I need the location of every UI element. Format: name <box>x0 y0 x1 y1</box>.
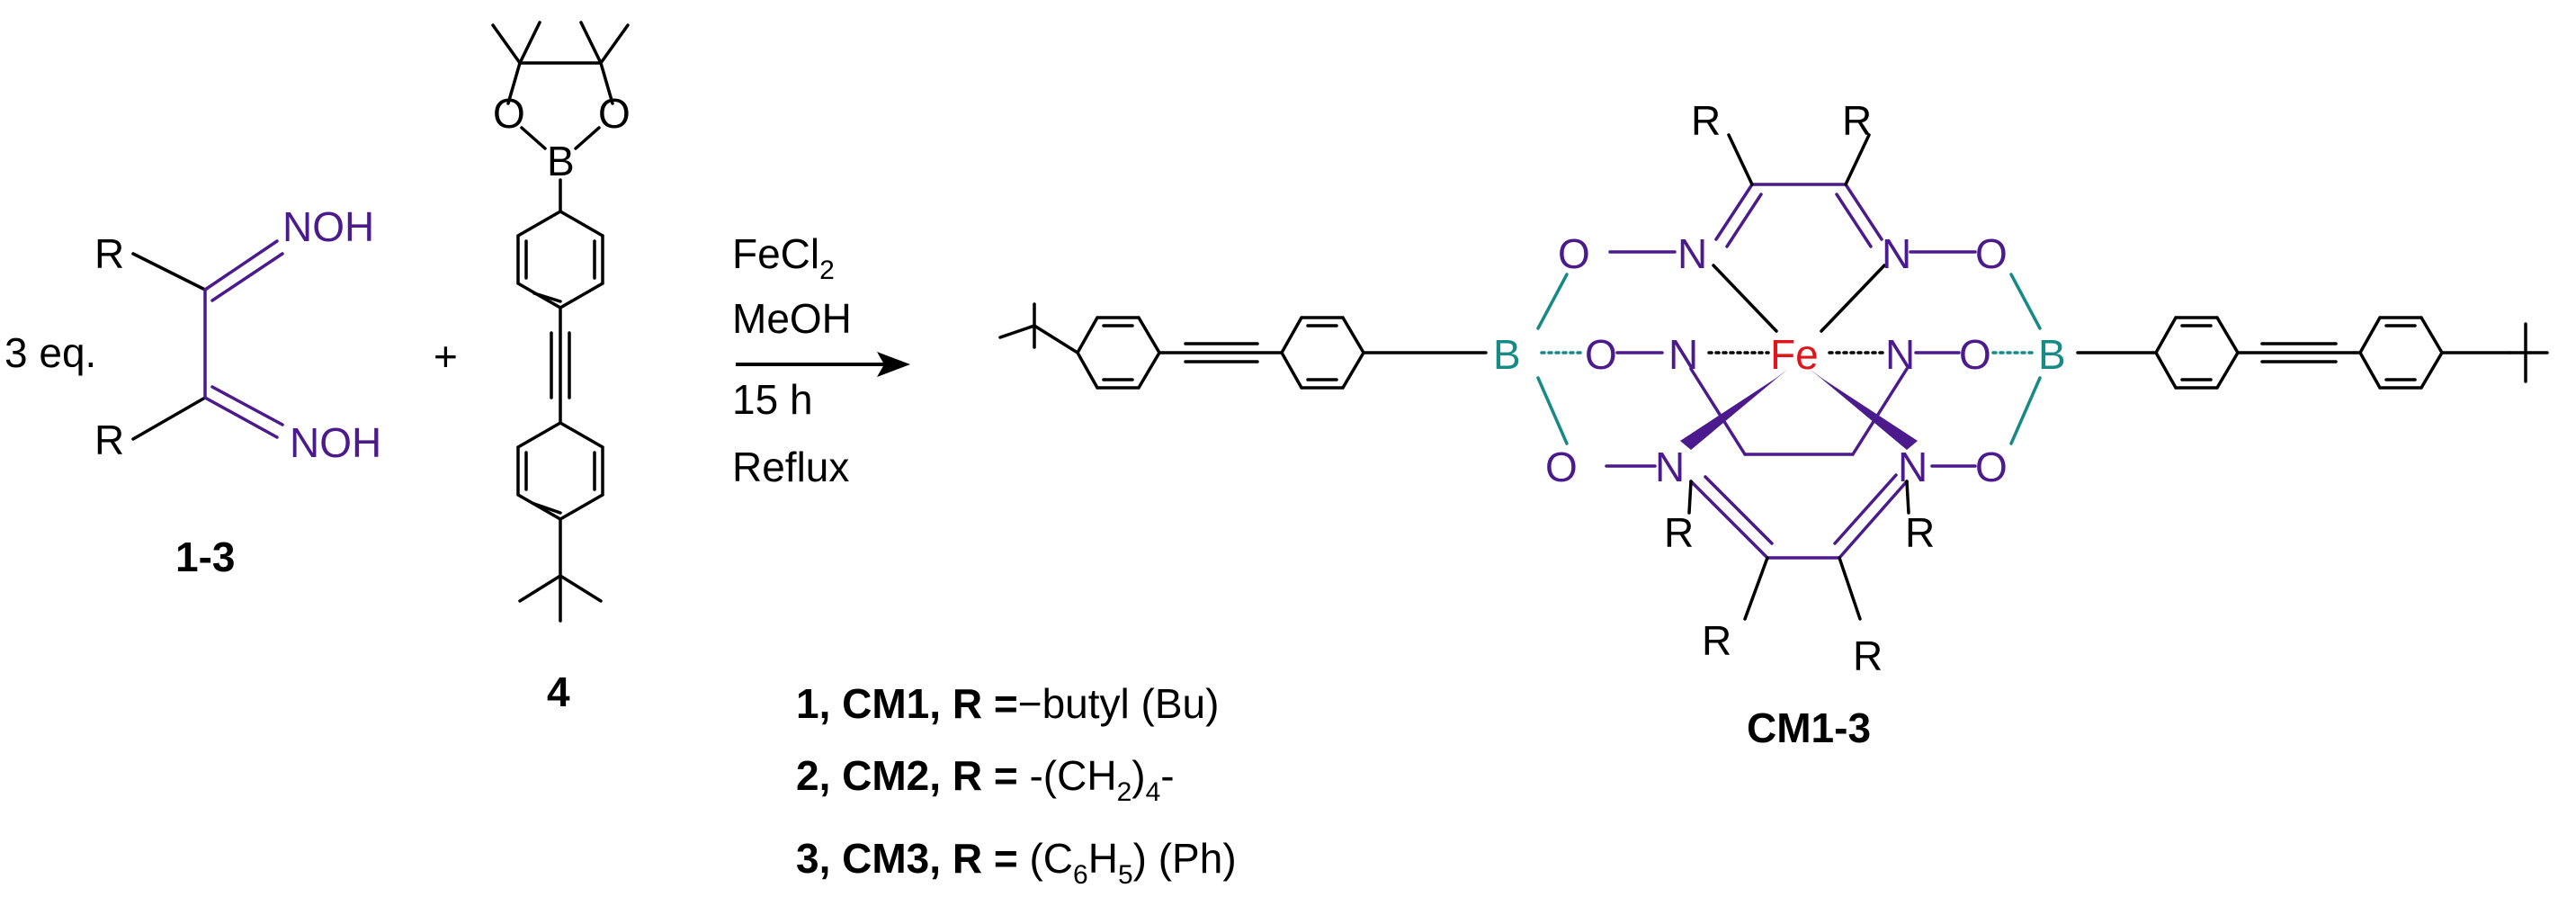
reagent-fecl2: FeCl2 <box>732 230 835 285</box>
oxime-group-bottom: NOH <box>290 419 381 466</box>
boronate-oxygen-right: O <box>598 90 631 137</box>
boron-atom: B <box>547 138 575 184</box>
plus-sign: + <box>434 333 458 380</box>
iron-center: Fe <box>1770 331 1819 378</box>
product-nitrogen: N <box>1677 230 1707 277</box>
product-oxygen: O <box>1975 230 2008 277</box>
product-nitrogen: N <box>1655 444 1685 490</box>
substituent-definitions: 1, CM1, R =−butyl (Bu) 2, CM2, R = -(CH2… <box>796 680 1237 890</box>
product-nitrogen: N <box>1882 230 1911 277</box>
definition-1: 1, CM1, R =−butyl (Bu) <box>796 680 1219 727</box>
compound-label-1-3: 1-3 <box>175 534 235 580</box>
product-substituent-r-4: R <box>1905 509 1935 556</box>
product-label-cm1-3: CM1-3 <box>1747 704 1871 751</box>
reaction-arrow-head <box>877 352 910 377</box>
product-cage: R R O N N O B O N Fe N O B O N N O R R R… <box>998 97 2549 751</box>
product-boron-right: B <box>2038 331 2066 378</box>
product-nitrogen: N <box>1898 444 1928 490</box>
product-oxygen: O <box>1975 444 2008 490</box>
equivalents-label: 3 eq. <box>4 329 96 376</box>
definition-2: 2, CM2, R = -(CH2)4- <box>796 752 1175 807</box>
product-nitrogen: N <box>1668 331 1698 378</box>
temperature-label: Reflux <box>732 444 849 490</box>
product-oxygen: O <box>1558 230 1590 277</box>
product-oxygen: O <box>1545 444 1578 490</box>
reaction-conditions: FeCl2 MeOH 15 h Reflux <box>732 230 910 490</box>
oxime-group-top: NOH <box>282 203 374 250</box>
compound-label-4: 4 <box>547 668 570 715</box>
product-substituent-r-2: R <box>1842 97 1872 144</box>
solvent-label: MeOH <box>732 295 852 342</box>
substituent-r-top: R <box>94 230 124 277</box>
product-substituent-r-6: R <box>1853 632 1883 679</box>
product-oxygen: O <box>1585 331 1617 378</box>
boronate-reactant: O O B 4 <box>491 21 631 715</box>
product-boron-left: B <box>1493 331 1521 378</box>
product-substituent-r-5: R <box>1702 617 1731 664</box>
product-nitrogen: N <box>1885 331 1915 378</box>
definition-3: 3, CM3, R = (C6H5) (Ph) <box>796 835 1237 890</box>
boronate-oxygen-left: O <box>493 90 525 137</box>
product-oxygen: O <box>1959 331 1991 378</box>
dioxime-reactant: 3 eq. R R NOH NOH 1-3 <box>4 203 381 580</box>
product-substituent-r-3: R <box>1664 509 1694 556</box>
substituent-r-bottom: R <box>94 417 124 463</box>
product-substituent-r-1: R <box>1691 97 1721 144</box>
time-label: 15 h <box>732 376 813 423</box>
